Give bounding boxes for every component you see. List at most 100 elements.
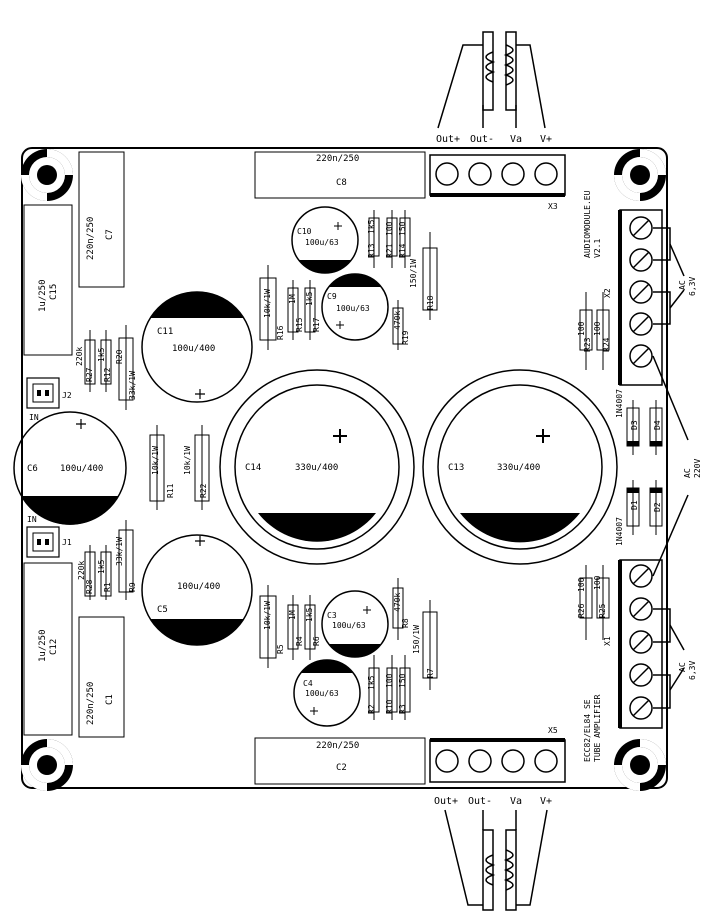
r6-value: 1k5 — [305, 607, 314, 622]
r27-value: 220k — [75, 347, 84, 366]
connector-j2[interactable] — [26, 377, 60, 409]
cap-c6 — [13, 411, 127, 525]
terminal-x3[interactable] — [429, 154, 566, 197]
r19-value: 470k — [393, 311, 402, 330]
c5-ref: C5 — [157, 605, 168, 615]
cap-c5 — [141, 534, 253, 646]
r22-ref: R22 — [199, 483, 208, 498]
r19-ref: R19 — [401, 330, 410, 345]
c12-value: 1u/250 — [38, 629, 48, 662]
r7-ref: R7 — [426, 668, 435, 678]
mounting-hole-icon — [614, 739, 666, 791]
c9-ref: C9 — [327, 292, 337, 301]
r10-value: 100 — [385, 673, 394, 688]
r15-value: 1M — [288, 294, 297, 304]
d3-label: D3 — [630, 420, 639, 430]
r11-ref: R11 — [166, 483, 175, 498]
c11-value: 100u/400 — [172, 344, 215, 354]
c10-ref: C10 — [297, 227, 312, 236]
r5-ref: R5 — [276, 644, 285, 654]
c15-ref: C15 — [49, 284, 59, 300]
r24-value: 100 — [593, 321, 602, 336]
terminal-x5[interactable] — [429, 738, 566, 783]
mounting-hole-icon — [614, 149, 666, 201]
cap-c10 — [291, 206, 359, 274]
x1-label: X1 — [603, 636, 612, 646]
diode-type-top: 1N4007 — [615, 389, 624, 418]
terminal-x2[interactable] — [618, 209, 663, 386]
r24-ref: R24 — [602, 337, 611, 352]
c1-value: 220n/250 — [86, 682, 96, 725]
cap-c14 — [219, 369, 415, 565]
j1-in-label: IN — [27, 515, 37, 524]
r21-ref: R21 — [385, 243, 394, 258]
c15-value: 1u/250 — [38, 279, 48, 312]
diode-type-bottom: 1N4007 — [615, 517, 624, 546]
top-output-transformer — [437, 31, 546, 129]
r1-ref: R1 — [103, 582, 112, 592]
bottom-label-out-plus: Out+ — [434, 796, 458, 807]
r21-value: 100 — [385, 221, 394, 236]
r25-value: 100 — [593, 575, 602, 590]
ac-mid-volts: 220V — [693, 459, 702, 478]
r20-value: 33k/1W — [128, 371, 137, 400]
top-label-vplus: V+ — [540, 134, 552, 145]
c9-value: 100u/63 — [336, 304, 370, 313]
r5-value: 10k/1W — [263, 601, 272, 630]
c2-value: 220n/250 — [316, 741, 359, 751]
c8-ref: C8 — [336, 178, 347, 188]
r23-ref: R23 — [583, 337, 592, 352]
c4-ref: C4 — [303, 679, 313, 688]
bottom-label-out-minus: Out- — [468, 796, 492, 807]
c10-value: 100u/63 — [305, 238, 339, 247]
c7-value: 220n/250 — [86, 217, 96, 260]
r1-bot-value: 1k5 — [367, 675, 376, 690]
terminal-x1[interactable] — [618, 559, 663, 729]
top-label-va: Va — [510, 134, 522, 145]
r16-value: 10k/1W — [263, 289, 272, 318]
r12-ref: R12 — [103, 367, 112, 382]
cap-c11 — [141, 291, 253, 403]
c2-ref: C2 — [336, 763, 347, 773]
board-footer-model: ECC82/EL84 SE — [583, 699, 592, 762]
r1-value: 1k5 — [97, 559, 106, 574]
ac-top-volts: 6,3V — [688, 277, 697, 296]
j2-label: J2 — [62, 391, 72, 400]
c12-ref: C12 — [49, 639, 59, 655]
r15-ref: R15 — [295, 317, 304, 332]
r20-ref: R20 — [115, 349, 124, 364]
mounting-holes — [21, 149, 666, 791]
r28-value: 220k — [77, 561, 86, 580]
r3-ref: R3 — [398, 704, 407, 714]
mounting-hole-icon — [21, 149, 73, 201]
bottom-output-transformer — [444, 809, 548, 911]
x2-label: X2 — [603, 288, 612, 298]
board-footer-desc: TUBE AMPLIFIER — [593, 694, 602, 762]
ac-bot-label: AC — [678, 662, 687, 672]
r26-ref: R26 — [577, 603, 586, 618]
ac-bot-volts: 6,3V — [688, 661, 697, 680]
mounting-hole-icon — [21, 739, 73, 791]
r16-ref: R16 — [276, 325, 285, 340]
r26-value: 100 — [577, 577, 586, 592]
d4-label: D4 — [653, 420, 662, 430]
connector-j1[interactable] — [26, 526, 60, 558]
c13-ref: C13 — [448, 463, 464, 473]
bottom-label-va: Va — [510, 796, 522, 807]
r8-value: 470k — [393, 593, 402, 612]
x5-label: X5 — [548, 726, 558, 735]
r9-ref: R9 — [128, 582, 137, 592]
r17-value: 1k5 — [305, 291, 314, 306]
top-label-out-minus: Out- — [470, 134, 494, 145]
c14-ref: C14 — [245, 463, 261, 473]
j1-label: J1 — [62, 538, 72, 547]
ac-top-label: AC — [678, 280, 687, 290]
c3-ref: C3 — [327, 611, 337, 620]
c6-value: 100u/400 — [60, 464, 103, 474]
r23-value: 100 — [577, 321, 586, 336]
r6-ref: R6 — [312, 636, 321, 646]
r2-ref: R2 — [367, 704, 376, 714]
r25-ref: R25 — [598, 603, 607, 618]
c5-value: 100u/400 — [177, 582, 220, 592]
